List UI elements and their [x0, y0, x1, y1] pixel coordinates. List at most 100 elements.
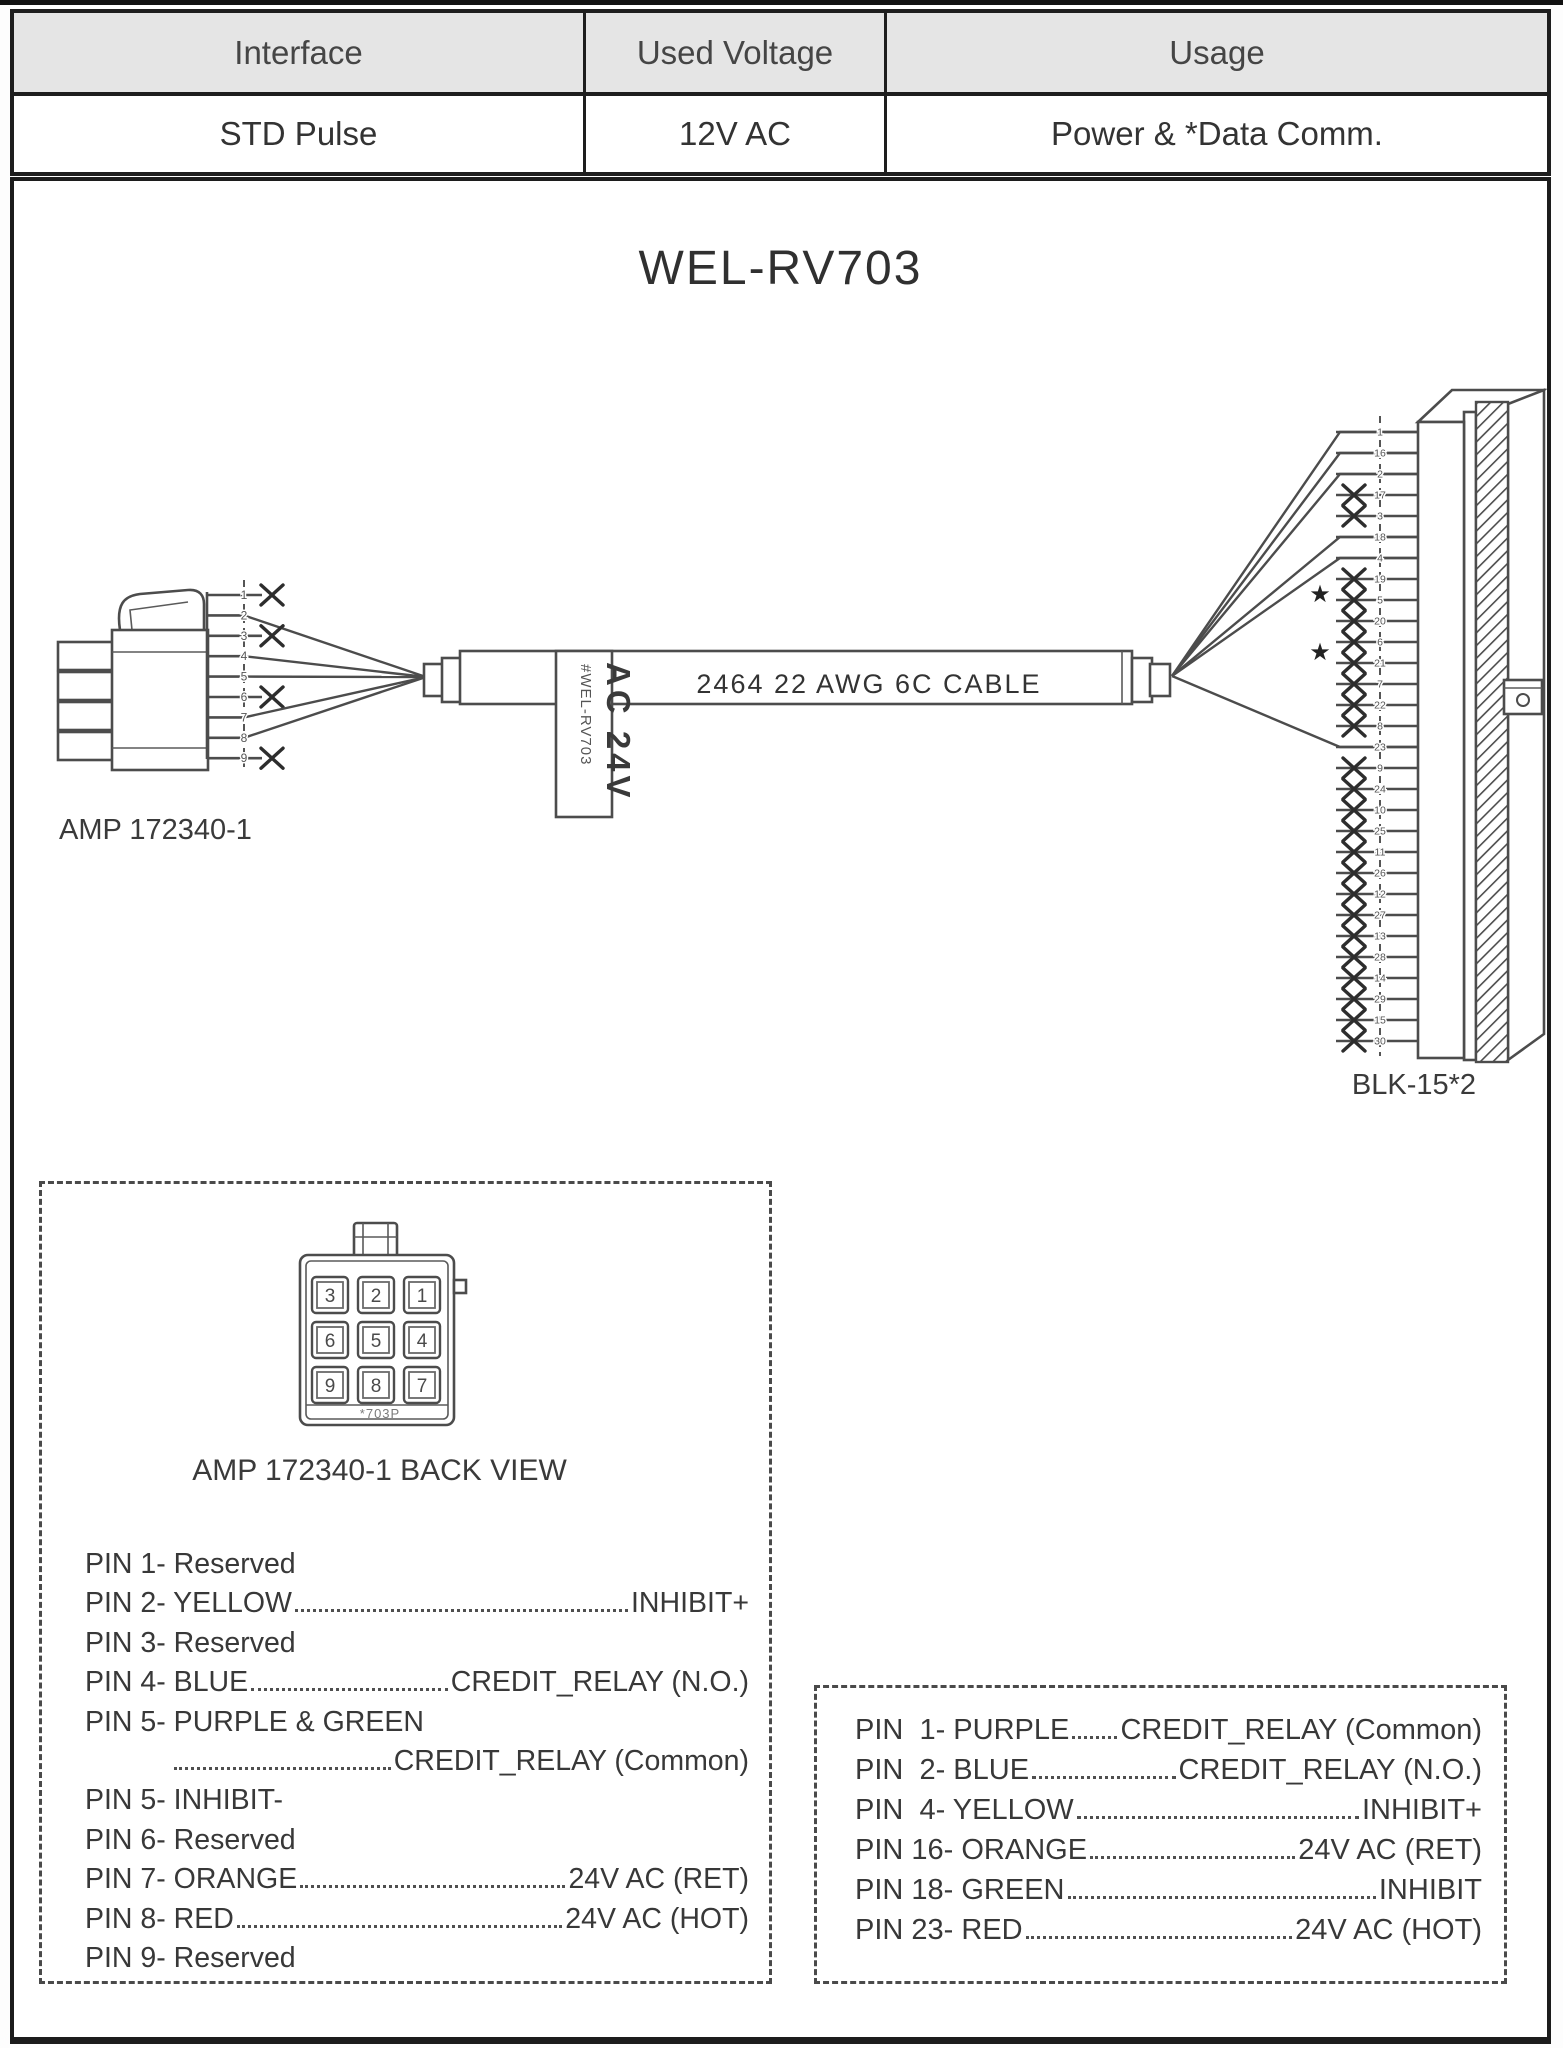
signal-label: INHIBIT+: [1361, 1794, 1482, 1826]
svg-text:9: 9: [1377, 763, 1383, 775]
pin-row: PIN 1- PURPLE CREDIT_RELAY (Common): [855, 1714, 1482, 1754]
dotted-leader: [1076, 1816, 1359, 1819]
pin-label: PIN 23- RED: [855, 1914, 1023, 1946]
svg-text:2: 2: [241, 608, 248, 622]
svg-text:16: 16: [1374, 448, 1386, 460]
pin-label: PIN 4- BLUE: [85, 1666, 249, 1699]
svg-text:27: 27: [1374, 910, 1386, 922]
svg-text:8: 8: [371, 1376, 382, 1397]
svg-text:18: 18: [1374, 532, 1386, 544]
svg-text:17: 17: [1374, 490, 1386, 502]
spec-table-header-row: Interface Used Voltage Usage: [14, 13, 1547, 92]
svg-text:★: ★: [1309, 639, 1331, 666]
svg-text:4: 4: [1377, 553, 1383, 565]
svg-text:22: 22: [1374, 700, 1386, 712]
pin-row: PIN 3- Reserved: [85, 1627, 749, 1666]
svg-text:5: 5: [241, 670, 248, 684]
svg-text:1: 1: [417, 1286, 428, 1307]
svg-text:1: 1: [241, 588, 248, 602]
scan-edge-strip: [0, 0, 1563, 5]
svg-text:★: ★: [1309, 581, 1331, 608]
dotted-leader: [1072, 1736, 1118, 1739]
svg-text:19: 19: [1374, 574, 1386, 586]
dotted-leader: [1032, 1776, 1176, 1779]
svg-text:12: 12: [1374, 889, 1386, 901]
pin-label: PIN 2- BLUE: [855, 1754, 1030, 1786]
svg-text:3: 3: [1377, 511, 1383, 523]
left-connector-label: AMP 172340-1: [59, 814, 252, 846]
svg-text:25: 25: [1374, 826, 1386, 838]
svg-text:9: 9: [241, 751, 248, 765]
svg-text:6: 6: [1377, 637, 1383, 649]
pin-label: PIN 18- GREEN: [855, 1874, 1065, 1906]
spec-table: Interface Used Voltage Usage STD Pulse 1…: [10, 9, 1551, 176]
signal-label: CREDIT_RELAY (Common): [1120, 1714, 1482, 1746]
pin-label: PIN 1- PURPLE: [855, 1714, 1070, 1746]
pin-label: PIN 1- Reserved: [85, 1548, 296, 1580]
pin-label: PIN 8- RED: [85, 1902, 234, 1935]
cable-tag: [554, 649, 614, 819]
back-view-latch: [352, 1221, 399, 1259]
svg-text:4: 4: [241, 649, 248, 663]
pin-label: PIN 6- Reserved: [85, 1823, 296, 1856]
pin-row: PIN 23- RED 24V AC (HOT): [855, 1914, 1482, 1954]
pin-row: PIN 5- PURPLE & GREEN: [85, 1706, 749, 1745]
svg-text:13: 13: [1374, 931, 1386, 943]
svg-text:23: 23: [1374, 742, 1386, 754]
dotted-leader: [1090, 1856, 1296, 1859]
spec-table-data-row: STD Pulse 12V AC Power & *Data Comm.: [14, 92, 1547, 172]
dotted-leader: [174, 1766, 391, 1770]
svg-text:8: 8: [1377, 721, 1383, 733]
value-used-voltage: 12V AC: [583, 92, 884, 172]
pin-row: PIN 9- Reserved: [85, 1942, 749, 1981]
pin-row: PIN 1- Reserved: [85, 1548, 749, 1587]
right-connector-body: [1414, 388, 1548, 1064]
pin-row: PIN 6- Reserved: [85, 1824, 749, 1863]
pin-label: PIN 2- YELLOW: [85, 1587, 292, 1620]
signal-label: CREDIT_RELAY (N.O.): [1178, 1754, 1482, 1786]
svg-text:3: 3: [325, 1286, 336, 1307]
svg-text:5: 5: [1377, 595, 1383, 607]
signal-label: 24V AC (HOT): [1295, 1914, 1482, 1946]
svg-text:30: 30: [1374, 1036, 1386, 1048]
signal-label: 24V AC (RET): [1298, 1834, 1482, 1866]
header-used-voltage: Used Voltage: [583, 13, 884, 92]
signal-label: 24V AC (RET): [568, 1863, 749, 1896]
header-interface: Interface: [14, 13, 583, 92]
mounting-tab: [1502, 678, 1544, 716]
value-interface: STD Pulse: [14, 92, 583, 172]
svg-text:15: 15: [1374, 1015, 1386, 1027]
pin-row: PIN 5- INHIBIT-: [85, 1784, 749, 1823]
mold-text: *703P: [360, 1406, 400, 1421]
svg-text:7: 7: [241, 710, 248, 724]
svg-text:7: 7: [417, 1376, 428, 1397]
svg-text:26: 26: [1374, 868, 1386, 880]
signal-label: CREDIT_RELAY (N.O.): [450, 1666, 749, 1699]
value-usage: Power & *Data Comm.: [884, 92, 1547, 172]
dotted-leader: [300, 1885, 566, 1889]
pin-label: PIN 3- Reserved: [85, 1626, 296, 1659]
cable: 2464 22 AWG 6C CABLE AC 24V #WEL-RV703: [422, 649, 1172, 819]
svg-text:10: 10: [1374, 805, 1386, 817]
svg-text:28: 28: [1374, 952, 1386, 964]
svg-text:2: 2: [371, 1286, 382, 1307]
header-usage: Usage: [884, 13, 1547, 92]
svg-text:6: 6: [241, 690, 248, 704]
pin-row: PIN 2- BLUE CREDIT_RELAY (N.O.): [855, 1754, 1482, 1794]
svg-text:11: 11: [1375, 847, 1386, 859]
cable-tag-part-number: #WEL-RV703: [577, 664, 594, 765]
svg-text:3: 3: [241, 629, 248, 643]
back-view-side-nub: [452, 1278, 468, 1295]
svg-text:21: 21: [1374, 658, 1386, 670]
cable-tag-voltage: AC 24V: [600, 662, 637, 802]
